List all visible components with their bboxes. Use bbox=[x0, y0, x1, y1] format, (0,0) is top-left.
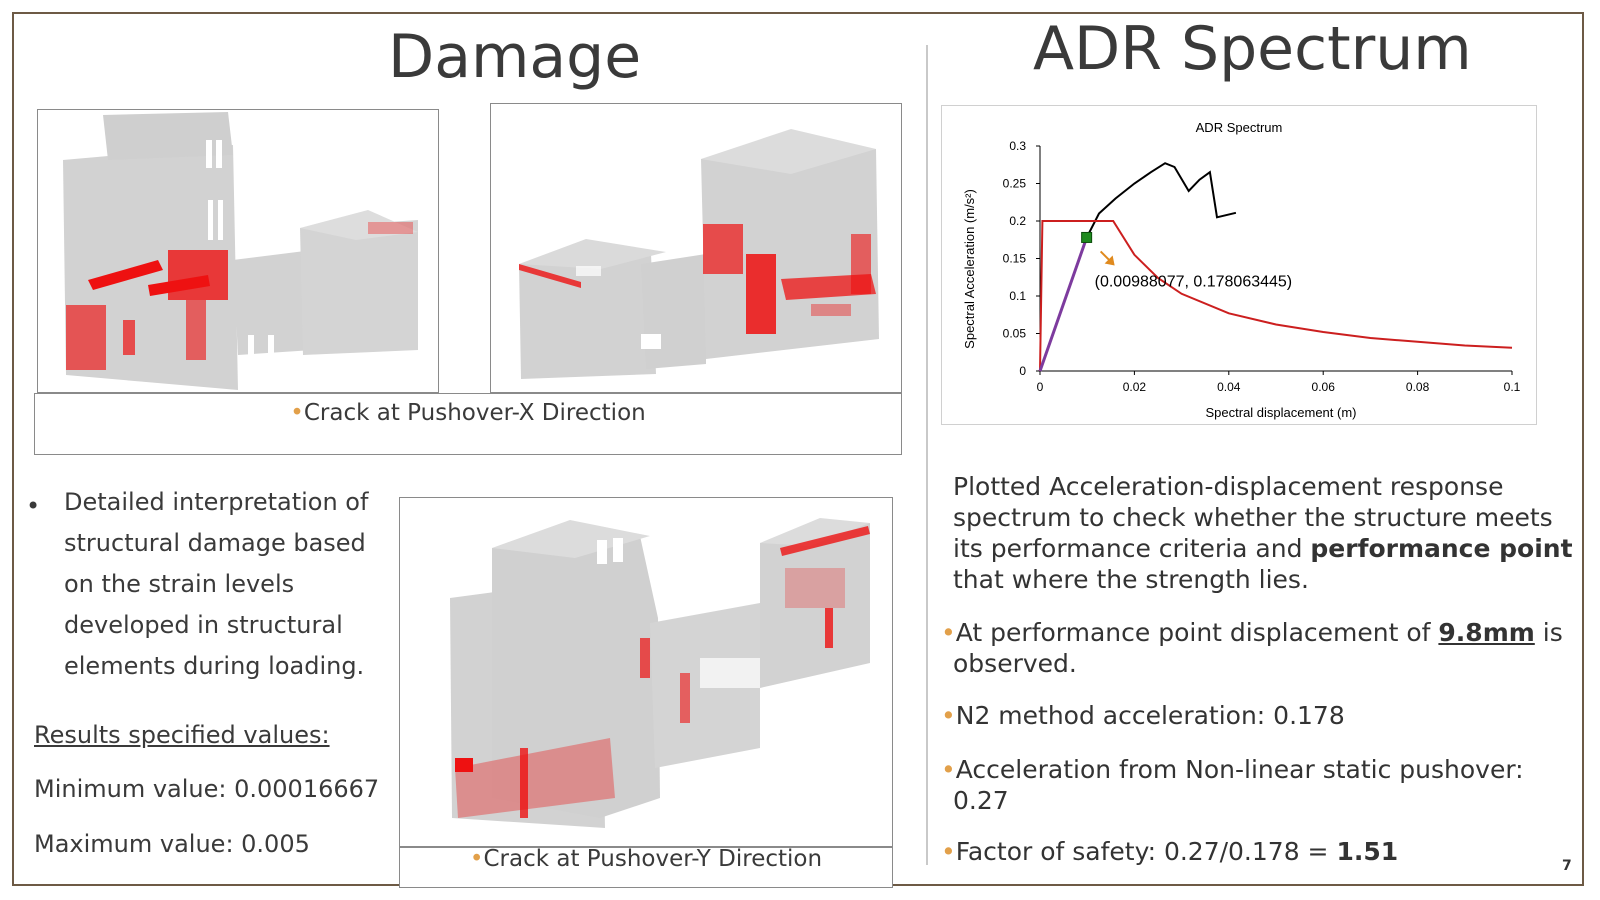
caption-x-box bbox=[34, 393, 902, 455]
displacement-value: 9.8mm bbox=[1438, 618, 1535, 647]
building-model-x-left bbox=[63, 112, 418, 390]
point-bullet: • bbox=[941, 755, 956, 784]
n2-acceleration: •N2 method acceleration: 0.178 bbox=[941, 700, 1581, 731]
pushover-y-image bbox=[399, 497, 893, 847]
caption-y-box bbox=[399, 847, 893, 888]
x-tick-label: 0.04 bbox=[1217, 380, 1241, 394]
interpretation-line: Detailed interpretation of bbox=[64, 488, 369, 516]
performance-point-marker bbox=[1081, 231, 1093, 243]
factor-of-safety-value: 1.51 bbox=[1336, 837, 1399, 866]
interpretation-line: elements during loading. bbox=[64, 652, 365, 680]
caption-y: •Crack at Pushover-Y Direction bbox=[399, 846, 893, 872]
interpretation-bullet: • bbox=[26, 492, 41, 520]
description-line-text: its performance criteria and bbox=[953, 534, 1311, 563]
point-bullet: • bbox=[941, 837, 956, 866]
x-tick-label: 0.06 bbox=[1312, 380, 1336, 394]
chart-xlabel: Spectral displacement (m) bbox=[1206, 405, 1357, 420]
column-divider bbox=[926, 45, 928, 865]
page-number: 7 bbox=[1562, 858, 1572, 874]
y-tick-label: 0.15 bbox=[1003, 252, 1027, 266]
adr-chart-panel: ADR Spectrum Spectral displacement (m) S… bbox=[941, 105, 1537, 425]
caption-y-bullet: • bbox=[469, 846, 484, 872]
y-tick-label: 0.05 bbox=[1003, 327, 1027, 341]
x-tick-label: 0.08 bbox=[1406, 380, 1430, 394]
interpretation-text: Detailed interpretation of structural da… bbox=[64, 482, 368, 687]
damage-title: Damage bbox=[388, 22, 642, 92]
interpretation-line: developed in structural bbox=[64, 611, 343, 639]
y-tick-label: 0.3 bbox=[1009, 139, 1026, 153]
point-displacement-line1: •At performance point displacement of 9.… bbox=[941, 617, 1581, 648]
point-displacement-line2: observed. bbox=[953, 649, 1077, 678]
pushover-acceleration-line2: 0.27 bbox=[953, 786, 1009, 815]
point-bullet: • bbox=[941, 618, 956, 647]
caption-x: •Crack at Pushover-X Direction bbox=[34, 400, 902, 426]
factor-of-safety-text: Factor of safety: 0.27/0.178 = bbox=[955, 837, 1337, 866]
pushover-x-left-image bbox=[37, 109, 439, 393]
results-heading: Results specified values: bbox=[34, 721, 330, 749]
performance-point-arrowhead bbox=[1104, 255, 1115, 266]
spectrum-description: Plotted Acceleration-displacement respon… bbox=[953, 471, 1578, 595]
x-tick-label: 0 bbox=[1037, 380, 1044, 394]
pushover-acceleration-text: Acceleration from Non-linear static push… bbox=[955, 755, 1524, 784]
y-tick-label: 0.25 bbox=[1003, 177, 1027, 191]
x-tick-label: 0.02 bbox=[1123, 380, 1147, 394]
adr-chart: ADR Spectrum Spectral displacement (m) S… bbox=[962, 120, 1521, 420]
series-capacity-line bbox=[1039, 162, 1237, 372]
pushover-acceleration: •Acceleration from Non-linear static pus… bbox=[941, 754, 1581, 816]
series-elastic-line bbox=[1038, 237, 1089, 372]
pushover-acceleration-line1: •Acceleration from Non-linear static pus… bbox=[941, 754, 1581, 785]
caption-x-text: Crack at Pushover-X Direction bbox=[303, 400, 646, 426]
point-displacement-pre: At performance point displacement of bbox=[955, 618, 1439, 647]
description-line: its performance criteria and performance… bbox=[953, 533, 1578, 564]
caption-y-text: Crack at Pushover-Y Direction bbox=[483, 846, 823, 872]
building-model-x-right bbox=[519, 129, 879, 379]
performance-point-label: (0.00988077, 0.178063445) bbox=[1095, 273, 1293, 290]
maximum-value: Maximum value: 0.005 bbox=[34, 830, 310, 858]
chart-ylabel: Spectral Acceleration (m/s²) bbox=[962, 189, 977, 349]
description-line: Plotted Acceleration-displacement respon… bbox=[953, 472, 1504, 501]
description-line: that where the strength lies. bbox=[953, 565, 1309, 594]
y-tick-label: 0 bbox=[1019, 364, 1026, 378]
chart-title: ADR Spectrum bbox=[1196, 120, 1283, 135]
x-tick-label: 0.1 bbox=[1504, 380, 1521, 394]
n2-acceleration-text: N2 method acceleration: 0.178 bbox=[955, 701, 1345, 730]
point-displacement-post: is bbox=[1534, 618, 1563, 647]
pushover-x-right-image bbox=[490, 103, 902, 393]
y-tick-label: 0.2 bbox=[1009, 214, 1026, 228]
building-model-y bbox=[450, 518, 870, 828]
point-displacement: •At performance point displacement of 9.… bbox=[941, 617, 1581, 679]
adr-spectrum-title: ADR Spectrum bbox=[1033, 14, 1472, 84]
minimum-value: Minimum value: 0.00016667 bbox=[34, 775, 380, 803]
y-tick-label: 0.1 bbox=[1009, 289, 1026, 303]
caption-x-bullet: • bbox=[290, 400, 304, 426]
performance-point-bold: performance point bbox=[1310, 534, 1573, 563]
interpretation-line: structural damage based bbox=[64, 529, 366, 557]
series-demand-line bbox=[1039, 220, 1513, 372]
factor-of-safety: •Factor of safety: 0.27/0.178 = 1.51 bbox=[941, 836, 1581, 867]
interpretation-line: on the strain levels bbox=[64, 570, 295, 598]
description-line: spectrum to check whether the structure … bbox=[953, 503, 1553, 532]
point-bullet: • bbox=[941, 701, 956, 730]
